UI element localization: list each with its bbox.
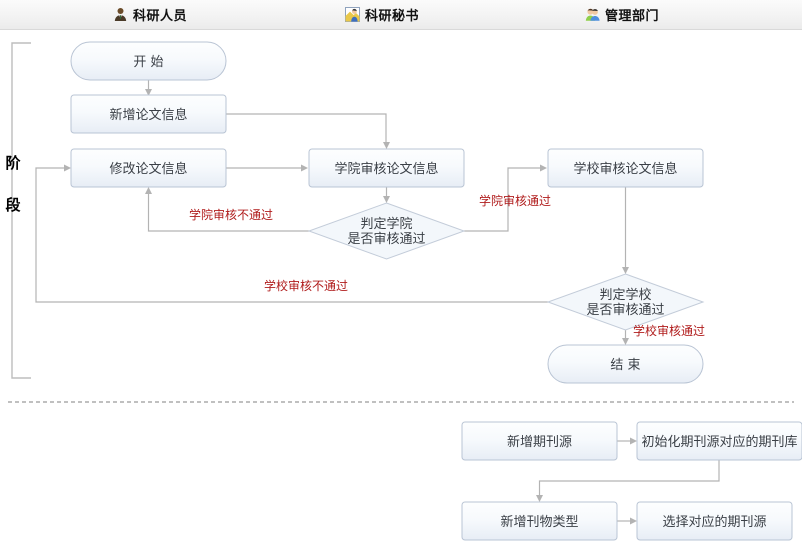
secretary-person-icon (345, 7, 360, 22)
node-college-decision[interactable]: 判定学院 是否审核通过 (307, 202, 466, 260)
role-label-secretary: 科研秘书 (365, 9, 420, 24)
role-column-secretary: 科研秘书 (345, 0, 419, 29)
node-label-select-journal-source: 选择对应的期刊源 (662, 514, 766, 530)
edge-label-college-pass: 学院审核通过 (479, 193, 551, 208)
node-label-add-journal-type: 新增刊物类型 (500, 514, 578, 530)
edge-label-school-pass: 学校审核通过 (633, 323, 705, 338)
arrow-college-reject-to-edit (145, 187, 152, 194)
role-label-admin: 管理部门 (605, 9, 660, 24)
node-end[interactable]: 结 束 (547, 344, 704, 384)
node-label-school-decision-line1: 判定学校 (599, 287, 651, 303)
node-label-add-paper: 新增论文信息 (109, 107, 187, 123)
node-label-college-review: 学院审核论文信息 (334, 161, 438, 177)
arrow-edit-to-college (301, 164, 308, 172)
edge-label-school-reject: 学校审核不通过 (264, 278, 348, 293)
arrow-addtype-to-selsrc (630, 517, 637, 525)
arrow-initlib-to-addtype (536, 495, 543, 502)
node-init-journal-library[interactable]: 初始化期刊源对应的期刊库 (636, 421, 802, 461)
node-select-journal-source[interactable]: 选择对应的期刊源 (636, 501, 793, 541)
node-label-school-review: 学校审核论文信息 (573, 161, 677, 177)
stage-bracket: 阶 段 (5, 42, 31, 379)
role-label-researcher: 科研人员 (133, 9, 188, 24)
node-edit-paper[interactable]: 修改论文信息 (70, 148, 227, 188)
node-add-journal-source[interactable]: 新增期刊源 (461, 421, 618, 461)
arrow-school-reject-to-edit (64, 164, 71, 172)
admin-department-icon (585, 7, 600, 22)
stage-char-1: 阶 (5, 154, 21, 172)
node-label-end: 结 束 (610, 358, 640, 373)
node-school-review[interactable]: 学校审核论文信息 (547, 148, 704, 188)
arrow-college-pass-to-school (540, 164, 547, 172)
researcher-person-icon (113, 7, 128, 22)
arrow-add-to-college (383, 142, 390, 149)
stage-char-2: 段 (5, 196, 20, 214)
flow-edges (35, 80, 720, 525)
node-add-paper[interactable]: 新增论文信息 (70, 94, 227, 134)
arrow-schoolrev-to-decision (622, 267, 629, 274)
node-college-review[interactable]: 学院审核论文信息 (308, 148, 465, 188)
role-header-bar: 科研人员 科研秘书 (0, 0, 802, 30)
arrow-collegerev-to-decision (383, 196, 390, 203)
arrow-start-to-add (145, 89, 152, 96)
arrow-addsrc-to-initlib (630, 437, 637, 445)
node-label-edit-paper: 修改论文信息 (109, 161, 187, 177)
node-start[interactable]: 开 始 (70, 41, 227, 81)
node-school-decision[interactable]: 判定学校 是否审核通过 (546, 273, 705, 331)
node-label-school-decision-line2: 是否审核通过 (586, 303, 664, 318)
node-label-college-decision-line2: 是否审核通过 (347, 232, 425, 247)
role-column-researcher: 科研人员 (113, 0, 187, 29)
flowchart-canvas: 阶 段 (5, 41, 802, 541)
node-label-init-journal-library: 初始化期刊源对应的期刊库 (641, 434, 797, 450)
node-label-college-decision-line1: 判定学院 (360, 216, 412, 232)
edge-label-college-reject: 学院审核不通过 (189, 207, 273, 222)
node-label-add-journal-source: 新增期刊源 (507, 434, 572, 450)
arrow-school-pass-to-end (622, 338, 629, 345)
node-label-start: 开 始 (133, 55, 163, 70)
role-column-admin: 管理部门 (585, 0, 659, 29)
node-add-journal-type[interactable]: 新增刊物类型 (461, 501, 618, 541)
